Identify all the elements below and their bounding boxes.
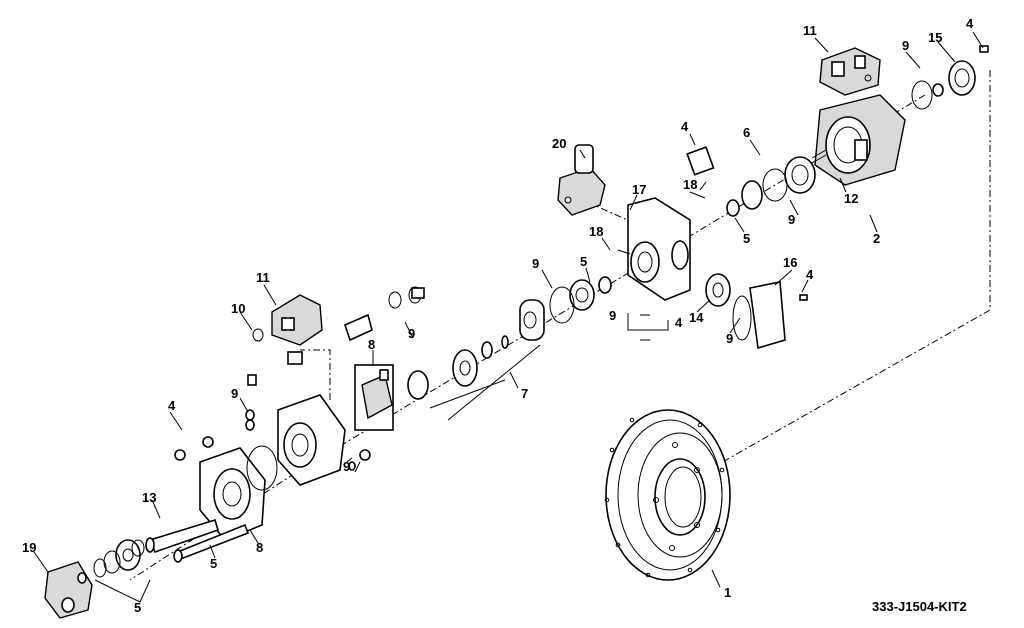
flywheel-adapter-plate [604, 409, 731, 581]
callout-17: 17 [632, 182, 646, 197]
callout-12: 12 [844, 191, 858, 206]
callout-9-lower-right: 9 [726, 331, 733, 346]
callout-9-center: 9 [532, 256, 539, 271]
callout-15: 15 [928, 30, 942, 45]
center-pump-housing [519, 144, 816, 350]
callout-20: 20 [552, 136, 566, 151]
leader-lines [33, 31, 984, 603]
front-pump-housing [174, 294, 371, 541]
bearing-set [93, 539, 145, 578]
callout-7: 7 [521, 386, 528, 401]
callout-2: 2 [873, 231, 880, 246]
callout-5-mid: 5 [580, 254, 587, 269]
callout-18-upper: 18 [683, 177, 697, 192]
rear-pump-assembly [811, 45, 989, 186]
callout-6: 6 [743, 125, 750, 140]
rotating-group [344, 286, 509, 431]
callout-11-right: 11 [803, 23, 817, 38]
callout-9-mid: 9 [609, 308, 616, 323]
callout-5-lower: 5 [134, 600, 141, 615]
drawing-code: 333-J1504-KIT2 [872, 599, 967, 614]
callout-8-upper: 8 [368, 337, 375, 352]
drive-shaft [145, 518, 250, 563]
callout-5-upper: 5 [743, 231, 750, 246]
callout-9-right: 9 [788, 212, 795, 227]
callout-19: 19 [22, 540, 36, 555]
callout-9-left: 9 [231, 386, 238, 401]
callout-13: 13 [142, 490, 156, 505]
callout-4-right: 4 [806, 267, 814, 282]
callout-1: 1 [724, 585, 731, 600]
callout-4-top-center: 4 [681, 119, 689, 134]
callout-4-top-right: 4 [966, 16, 974, 31]
callout-18-lower: 18 [589, 224, 603, 239]
callout-labels: 1 2 4 4 4 4 4 5 5 5 5 6 7 8 8 9 9 9 9 9 … [22, 16, 974, 615]
callout-9-bottom: 9 [343, 459, 350, 474]
callout-4-bottom: 5 [210, 556, 217, 571]
callout-4-center: 4 [675, 315, 683, 330]
callout-11-left: 11 [256, 270, 270, 285]
gear-pump [44, 561, 93, 619]
callout-16: 16 [783, 255, 797, 270]
callout-9-top: 9 [902, 38, 909, 53]
callout-14: 14 [689, 310, 704, 325]
callout-4-left: 4 [168, 398, 176, 413]
callout-9-left-mid: 9 [408, 326, 415, 341]
callout-8-lower: 8 [256, 540, 263, 555]
callout-10: 10 [231, 301, 245, 316]
